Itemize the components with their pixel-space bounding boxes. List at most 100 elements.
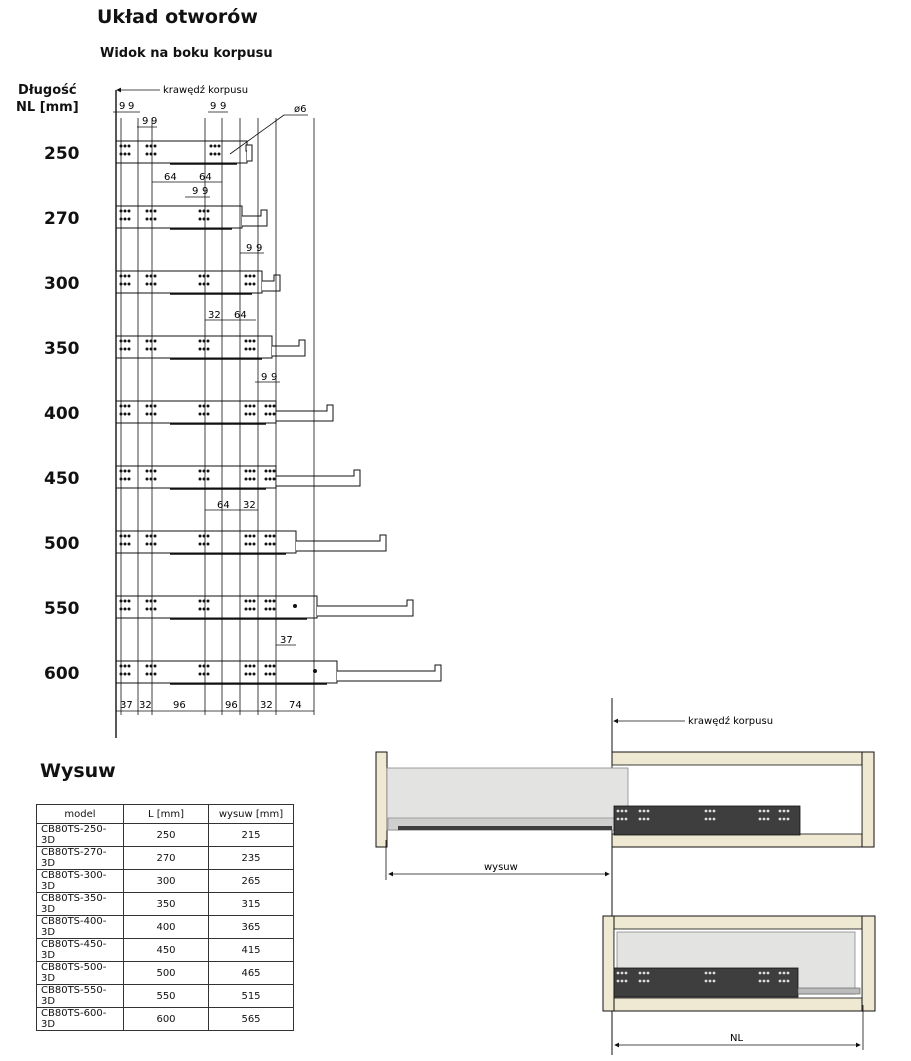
mounting-hole — [252, 412, 256, 416]
dim-64-d: 64 — [217, 500, 230, 511]
mounting-hole — [145, 412, 149, 416]
slide-rails — [115, 140, 442, 685]
cell-l: 400 — [123, 915, 209, 939]
mounting-hole — [244, 339, 248, 343]
mounting-hole — [272, 664, 276, 668]
rail-hole — [758, 809, 762, 813]
mounting-hole — [145, 347, 149, 351]
rail-hole — [766, 809, 770, 813]
mounting-hole — [123, 542, 127, 546]
mounting-hole — [123, 599, 127, 603]
cell-wysuw: 215 — [208, 823, 294, 847]
mounting-hole — [272, 599, 276, 603]
mounting-hole — [198, 282, 202, 286]
open-drawer-view — [375, 751, 875, 848]
rail-hole — [712, 971, 716, 975]
mounting-hole — [123, 469, 127, 473]
dim-9-f: 9 — [220, 101, 226, 112]
cell-model: CB80TS-300-3D — [36, 869, 124, 893]
mounting-hole — [248, 274, 252, 278]
mounting-hole — [293, 604, 297, 608]
mounting-hole — [123, 152, 127, 156]
mounting-hole — [145, 664, 149, 668]
mounting-hole — [153, 599, 157, 603]
mounting-hole — [153, 144, 157, 148]
mounting-hole — [244, 542, 248, 546]
mounting-hole — [198, 469, 202, 473]
mounting-hole — [153, 152, 157, 156]
mounting-hole — [252, 347, 256, 351]
rail-hole — [778, 971, 782, 975]
slide-rail — [115, 400, 334, 425]
row-label-600: 600 — [44, 664, 80, 684]
mounting-hole — [264, 469, 268, 473]
cell-wysuw: 315 — [208, 892, 294, 916]
mounting-hole — [244, 664, 248, 668]
mounting-hole — [209, 144, 213, 148]
mounting-hole — [206, 217, 210, 221]
mounting-hole — [272, 607, 276, 611]
length-header-line2: NL [mm] — [16, 100, 79, 115]
mounting-hole — [272, 672, 276, 676]
dim-32-b: 32 — [243, 500, 256, 511]
mounting-hole — [145, 542, 149, 546]
mounting-hole — [123, 282, 127, 286]
mounting-hole — [123, 664, 127, 668]
mounting-hole — [244, 404, 248, 408]
mounting-hole — [127, 469, 131, 473]
mounting-hole — [198, 404, 202, 408]
dim-37-a: 37 — [280, 635, 293, 646]
row-label-270: 270 — [44, 209, 80, 229]
mounting-hole — [206, 404, 210, 408]
dim-9-i: 9 — [246, 243, 252, 254]
mounting-hole — [153, 672, 157, 676]
mounting-hole — [268, 412, 272, 416]
dim-9-e: 9 — [210, 101, 216, 112]
mounting-hole — [198, 339, 202, 343]
mounting-hole — [244, 607, 248, 611]
mounting-hole — [264, 607, 268, 611]
rail-hole — [766, 971, 770, 975]
row-label-450: 450 — [44, 469, 80, 489]
rail-hole — [786, 971, 790, 975]
mounting-hole — [145, 469, 149, 473]
mounting-hole — [123, 404, 127, 408]
mounting-hole — [127, 607, 131, 611]
mounting-hole — [213, 144, 217, 148]
dim-9-a: 9 — [119, 101, 125, 112]
mounting-hole — [145, 477, 149, 481]
page-title: Układ otworów — [97, 6, 258, 28]
rail-hole — [712, 809, 716, 813]
rail-hole — [762, 809, 766, 813]
mounting-hole — [252, 607, 256, 611]
rail-hole — [762, 971, 766, 975]
cell-l: 550 — [123, 984, 209, 1008]
dim-9-c: 9 — [142, 116, 148, 127]
mounting-hole — [213, 152, 217, 156]
mounting-hole — [127, 217, 131, 221]
rail-hole — [782, 817, 786, 821]
cell-model: CB80TS-600-3D — [36, 1007, 124, 1031]
dim-9-h: 9 — [202, 186, 208, 197]
mounting-hole — [127, 152, 131, 156]
mounting-hole — [268, 534, 272, 538]
mounting-hole — [206, 347, 210, 351]
rail-hole — [620, 809, 624, 813]
rail-hole — [646, 817, 650, 821]
mounting-hole — [206, 534, 210, 538]
mounting-hole — [206, 599, 210, 603]
mounting-hole — [145, 144, 149, 148]
mounting-hole — [123, 534, 127, 538]
mounting-hole — [127, 664, 131, 668]
row-label-300: 300 — [44, 274, 80, 294]
mounting-hole — [198, 477, 202, 481]
mounting-hole — [248, 477, 252, 481]
mounting-hole — [145, 404, 149, 408]
mounting-hole — [127, 672, 131, 676]
mounting-hole — [206, 274, 210, 278]
